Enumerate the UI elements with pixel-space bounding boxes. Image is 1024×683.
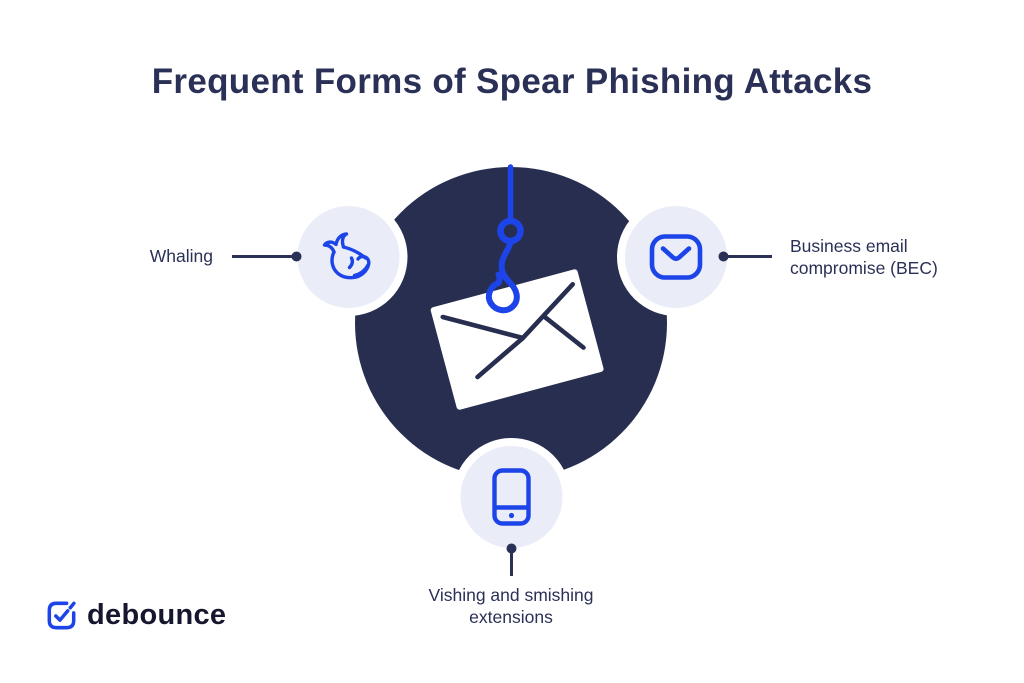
mail-icon [649, 234, 703, 280]
connector-bec [718, 251, 772, 262]
brand-wordmark: debounce [87, 599, 227, 631]
vishing-label: Vishing and smishing extensions [428, 585, 594, 627]
whale-icon [322, 232, 371, 280]
vishing-node-circle [452, 438, 571, 556]
page-title: Frequent Forms of Spear Phishing Attacks [151, 62, 873, 101]
debounce-logo-icon [47, 601, 76, 630]
connector-whaling [232, 251, 302, 262]
whaling-node-circle [289, 198, 408, 316]
smartphone-icon [492, 468, 531, 526]
bec-label: Business email compromise (BEC) [790, 236, 938, 278]
brand-logo: debounce [46, 600, 226, 631]
whaling-label: Whaling [149, 246, 213, 266]
fish-hook-icon [485, 240, 520, 314]
envelope-icon [430, 269, 604, 410]
connector-vishing [506, 543, 517, 576]
